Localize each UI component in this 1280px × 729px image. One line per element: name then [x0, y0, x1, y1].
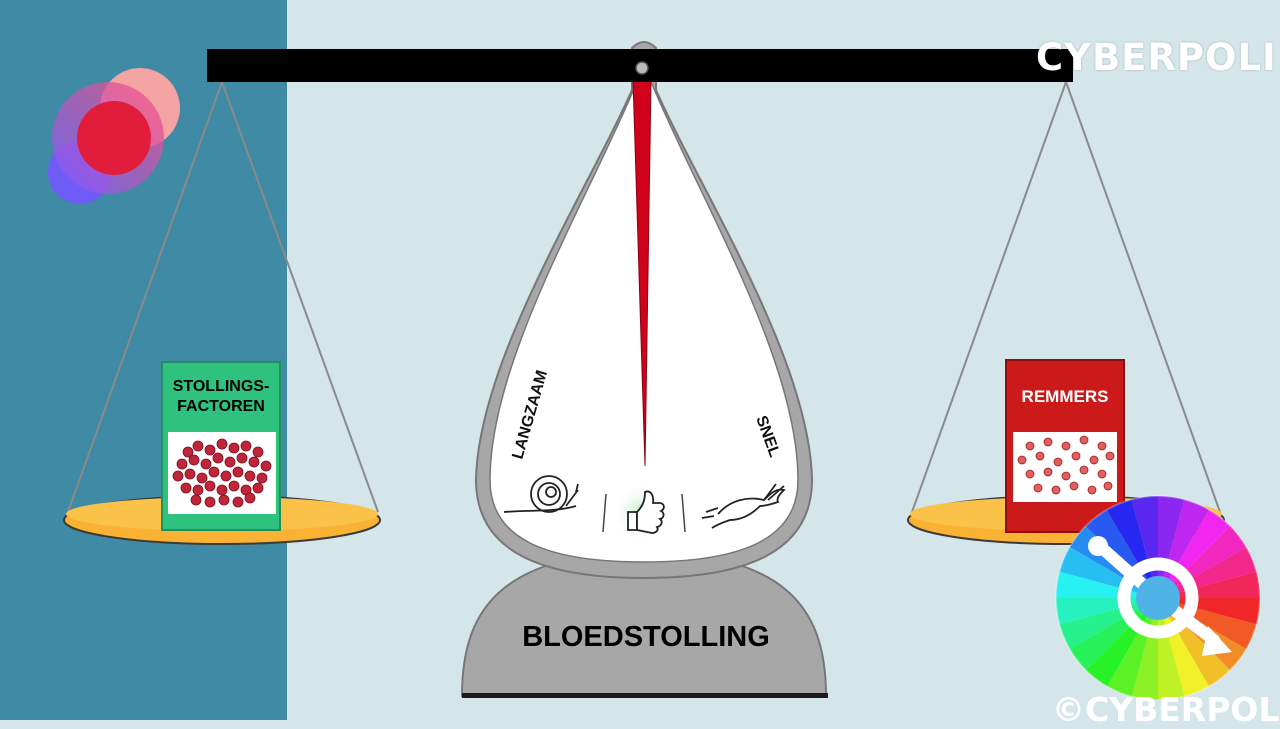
cyberpoli-rainbow-logo — [1055, 495, 1261, 701]
logo-wedge — [1131, 496, 1158, 598]
clotting-factor-molecules — [172, 438, 272, 508]
thumbs-up-icon — [612, 483, 672, 543]
right-pan-strings — [911, 81, 1221, 513]
logo-wedge — [1131, 598, 1158, 700]
inhibitor-molecules — [1017, 435, 1115, 495]
cyberpoli-wordmark: CYBERPOLI — [1036, 36, 1277, 79]
stollingsfactoren-label-line1: STOLLINGS- — [172, 378, 270, 395]
stollingsfactoren-label-line2: FACTOREN — [177, 398, 265, 415]
logo-wedge — [1056, 571, 1158, 598]
beam-pivot — [635, 61, 649, 75]
bubble-decoration — [48, 68, 180, 204]
stollingsfactoren-label: STOLLINGS- FACTOREN — [162, 377, 280, 417]
logo-wedge — [1158, 571, 1260, 598]
running-hare-icon — [701, 483, 786, 529]
logo-wedge — [1158, 598, 1185, 700]
left-pan-strings — [67, 81, 379, 513]
copyright-text: ©CYBERPOLI — [1052, 690, 1280, 729]
logo-wedge — [1158, 496, 1185, 598]
base-label: BLOEDSTOLLING — [522, 621, 770, 653]
logo-wedge — [1158, 598, 1260, 625]
remmers-label: REMMERS — [1021, 387, 1109, 406]
logo-wedge — [1056, 598, 1158, 625]
snail-icon — [503, 475, 579, 513]
